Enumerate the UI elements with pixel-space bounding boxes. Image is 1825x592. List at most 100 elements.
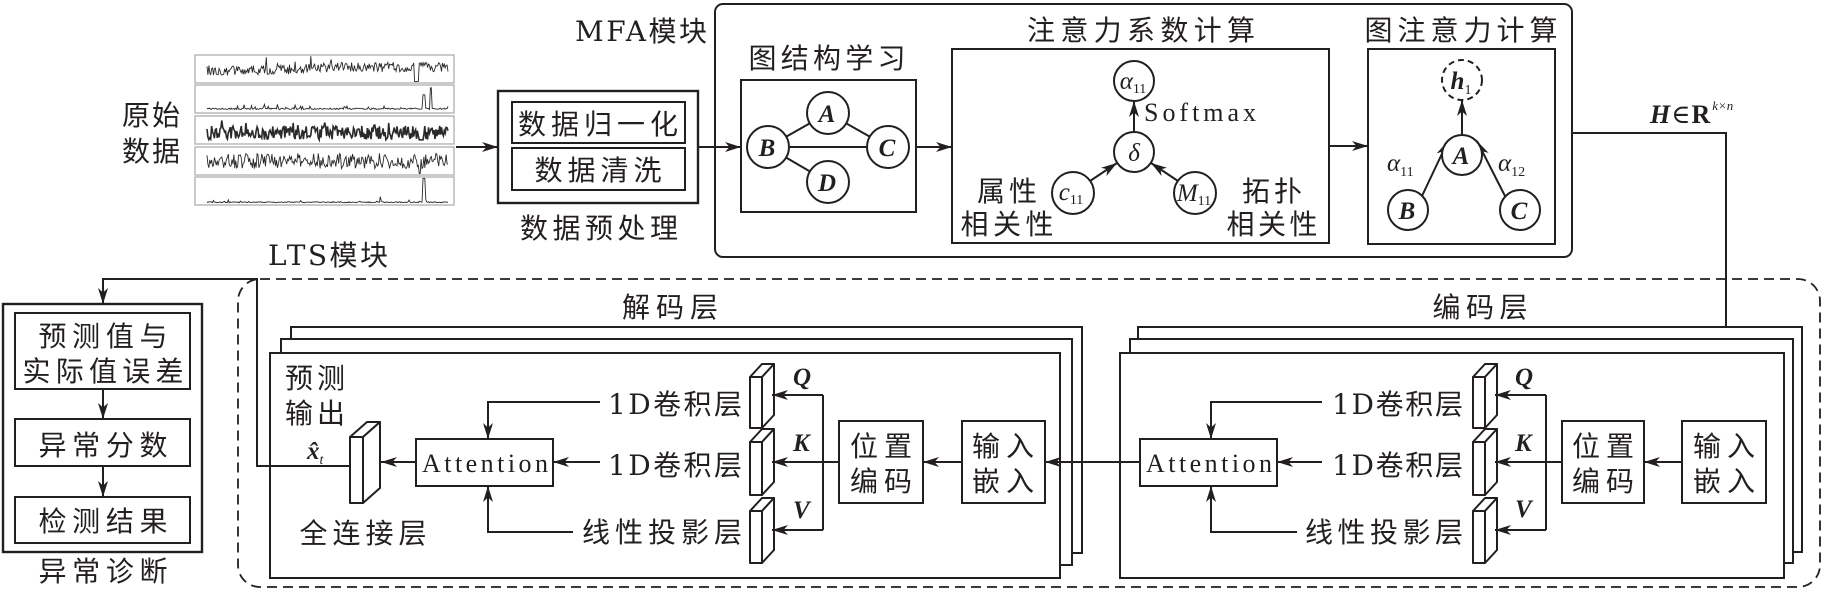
formula-dims: k×n — [1712, 98, 1733, 113]
m-subscript: 11 — [1198, 194, 1211, 209]
diagnosis-score-box — [14, 418, 191, 467]
formula-h: H — [1649, 100, 1671, 129]
fc-layer-block — [349, 421, 381, 504]
encoder-q-label: Q — [1515, 364, 1533, 391]
arrow-mfa-to-encoder — [1572, 132, 1731, 421]
raw-series-line — [206, 120, 449, 143]
weight-alpha-11: α11 — [1387, 150, 1414, 180]
decoder-q-label: Q — [793, 364, 811, 391]
raw-series-line — [206, 87, 449, 111]
raw-series-line — [206, 152, 449, 175]
node-left-b — [1387, 189, 1429, 231]
formula-in: ∈ — [1671, 100, 1690, 129]
raw-data-label-line2: 数据 — [122, 135, 180, 168]
arrow-enc-linear-v-to-attention — [1206, 486, 1297, 533]
encoder-conv-k-label: 1D卷积层 — [1332, 449, 1463, 482]
delta-label: δ — [1128, 140, 1140, 167]
graph-structure-learning: 图结构学习 B A C D — [740, 42, 917, 213]
alpha-symbol: α — [1120, 68, 1134, 95]
block-side-face — [761, 428, 775, 496]
decoder-linear-v-label: 线性投影层 — [582, 516, 742, 549]
node-a — [806, 91, 850, 135]
decoder-position-encoding-box — [838, 420, 924, 504]
formula-r: R — [1691, 100, 1710, 129]
raw-series-panel — [194, 115, 455, 145]
encoder-q-block — [1472, 363, 1498, 429]
encoder-conv-q-label: 1D卷积层 — [1332, 388, 1463, 421]
topology-label-line2: 相关性 — [1227, 208, 1318, 241]
h-symbol: h — [1451, 68, 1465, 95]
weight-alpha-11-symbol: α — [1387, 150, 1401, 177]
c-subscript: 11 — [1070, 193, 1083, 208]
arrow-prediction-to-diagnosis — [98, 278, 350, 467]
node-c-label: C — [879, 135, 896, 162]
arrow-c-to-delta — [1089, 162, 1118, 182]
decoder-attention-box — [415, 438, 554, 487]
preprocessing-group: 数据归一化 数据清洗 数据预处理 — [496, 89, 741, 245]
c-11-label: c11 — [1059, 179, 1084, 208]
prediction-x-hat: x̂ — [306, 438, 320, 465]
graph-attention: 图注意力计算 h1 A B C α11 α12 — [1365, 14, 1558, 245]
node-d-label: D — [817, 170, 836, 197]
c-symbol: c — [1059, 179, 1070, 206]
encoder-v-block — [1472, 497, 1498, 564]
node-b-label: B — [758, 135, 776, 162]
decoder-title: 解码层 — [622, 291, 718, 324]
weight-alpha-12-subscript: 12 — [1511, 165, 1525, 180]
mfa-module-frame — [714, 3, 1573, 258]
encoder-k-label: K — [1514, 430, 1534, 457]
encoder-v-label: V — [1515, 496, 1534, 523]
encoder-k-block — [1472, 428, 1498, 496]
m-11-label: M11 — [1176, 180, 1211, 209]
center-a-label: A — [1451, 143, 1470, 170]
node-c-11 — [1051, 171, 1095, 215]
encoder-attention-box — [1139, 438, 1278, 487]
anomaly-diagnosis: 预测值与 实际值误差 异常分数 检测结果 异常诊断 — [1, 302, 204, 588]
node-m-11 — [1173, 171, 1217, 215]
node-center-a — [1441, 134, 1483, 176]
encoder-title: 编码层 — [1433, 291, 1528, 324]
raw-data-label-line1: 原始 — [122, 99, 180, 132]
weight-alpha-12-symbol: α — [1498, 150, 1512, 177]
diagnosis-title: 异常诊断 — [39, 555, 168, 588]
raw-series-line — [206, 56, 449, 83]
diagnosis-error-line2: 实际值误差 — [23, 355, 184, 388]
raw-series-panel — [194, 146, 455, 176]
block-side-face — [1484, 428, 1498, 496]
block-side-face — [761, 497, 775, 564]
encoder: 编码层 Attention 1D卷积层 1D卷积层 线性投影层 Q K V 位置… — [1119, 291, 1803, 579]
attention-coefficient: 注意力系数计算 α11 δ c11 M11 Softmax 属性 相关性 拓扑 … — [951, 14, 1330, 244]
arrow-linear-v-to-attention — [483, 486, 573, 533]
left-b-label: B — [1398, 198, 1416, 225]
block-front-face — [1472, 510, 1486, 564]
decoder-v-block — [749, 497, 775, 564]
decoder: 解码层 预测 输出 x̂t 全连接层 Attention 1D卷积层 1D卷积层… — [269, 291, 1083, 579]
mfa-module-title: MFA模块 — [575, 15, 707, 48]
node-alpha-11 — [1113, 60, 1155, 102]
raw-data-group: 原始 数据 — [122, 54, 498, 206]
raw-series-line — [206, 177, 449, 204]
arrow-m-to-delta — [1150, 162, 1179, 182]
diagnosis-error-box — [14, 312, 191, 390]
node-right-c — [1499, 189, 1541, 231]
mfa-module: MFA模块 图结构学习 B A C D 注意力系数计算 — [575, 3, 1573, 258]
arrow-enc-conv-q-to-attention — [1206, 401, 1322, 439]
encoder-linear-v-label: 线性投影层 — [1305, 516, 1463, 549]
node-d — [806, 160, 850, 204]
attribute-label-line2: 相关性 — [961, 208, 1054, 241]
decoder-k-label: K — [792, 430, 812, 457]
block-side-face — [1484, 363, 1498, 429]
weight-alpha-12: α12 — [1498, 150, 1525, 180]
raw-series-panel — [194, 176, 455, 206]
block-front-face — [749, 376, 763, 429]
block-side-face — [362, 421, 381, 504]
right-c-label: C — [1511, 198, 1528, 225]
decoder-q-block — [749, 363, 775, 429]
prediction-symbol: x̂t — [306, 438, 325, 468]
alpha-subscript: 11 — [1133, 82, 1146, 97]
lts-module-title: LTS模块 — [268, 239, 388, 272]
block-front-face — [749, 441, 763, 496]
cleaning-box — [511, 147, 686, 191]
